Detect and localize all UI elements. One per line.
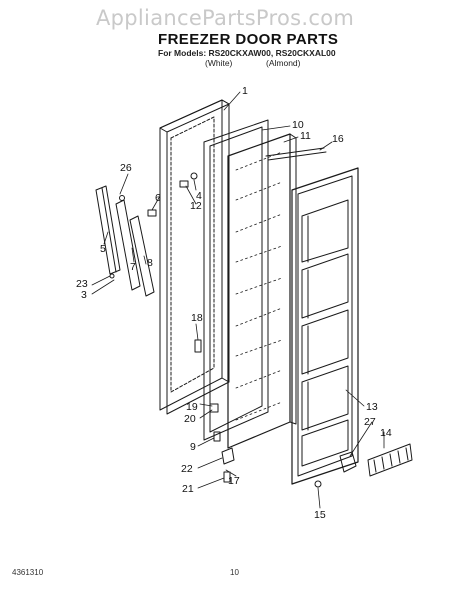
callout-15: 15 bbox=[314, 509, 326, 521]
callout-26: 26 bbox=[120, 162, 132, 174]
callout-27: 27 bbox=[364, 416, 376, 428]
vent-grille bbox=[367, 443, 413, 477]
page-title: FREEZER DOOR PARTS bbox=[158, 31, 339, 48]
callout-7: 7 bbox=[130, 261, 136, 273]
callout-3: 3 bbox=[81, 289, 87, 301]
inner-door-liner bbox=[291, 167, 359, 485]
callout-4: 4 bbox=[196, 190, 202, 202]
callout-22: 22 bbox=[181, 463, 193, 475]
trim-strip bbox=[265, 147, 327, 161]
callout-9: 9 bbox=[190, 441, 196, 453]
callout-13: 13 bbox=[366, 401, 378, 413]
variant-white: (White) bbox=[205, 58, 233, 68]
callout-14: 14 bbox=[380, 427, 392, 439]
variant-almond: (Almond) bbox=[266, 58, 301, 68]
outer-door-panel bbox=[159, 99, 230, 415]
callout-16: 16 bbox=[332, 133, 344, 145]
callout-20: 20 bbox=[184, 413, 196, 425]
page-number: 10 bbox=[230, 568, 239, 577]
callout-8: 8 bbox=[147, 257, 153, 269]
door-handle-assembly bbox=[95, 185, 157, 297]
callout-1: 1 bbox=[242, 85, 248, 97]
leader-lines bbox=[91, 91, 385, 509]
callout-19: 19 bbox=[186, 401, 198, 413]
callout-23: 23 bbox=[76, 278, 88, 290]
site-watermark: AppliancePartsPros.com bbox=[96, 6, 355, 30]
models-line: For Models: RS20CKXAW00, RS20CKXAL00 bbox=[158, 48, 336, 58]
door-gasket bbox=[203, 119, 269, 441]
document-number: 4361310 bbox=[12, 568, 44, 577]
callout-17: 17 bbox=[228, 475, 240, 487]
callout-21: 21 bbox=[182, 483, 194, 495]
callout-10: 10 bbox=[292, 119, 304, 131]
callout-11: 11 bbox=[300, 130, 311, 142]
callout-6: 6 bbox=[155, 192, 161, 204]
callout-5: 5 bbox=[100, 243, 106, 255]
callout-12: 12 bbox=[190, 200, 202, 212]
hinge-hardware bbox=[179, 172, 357, 488]
callout-18: 18 bbox=[191, 312, 203, 324]
